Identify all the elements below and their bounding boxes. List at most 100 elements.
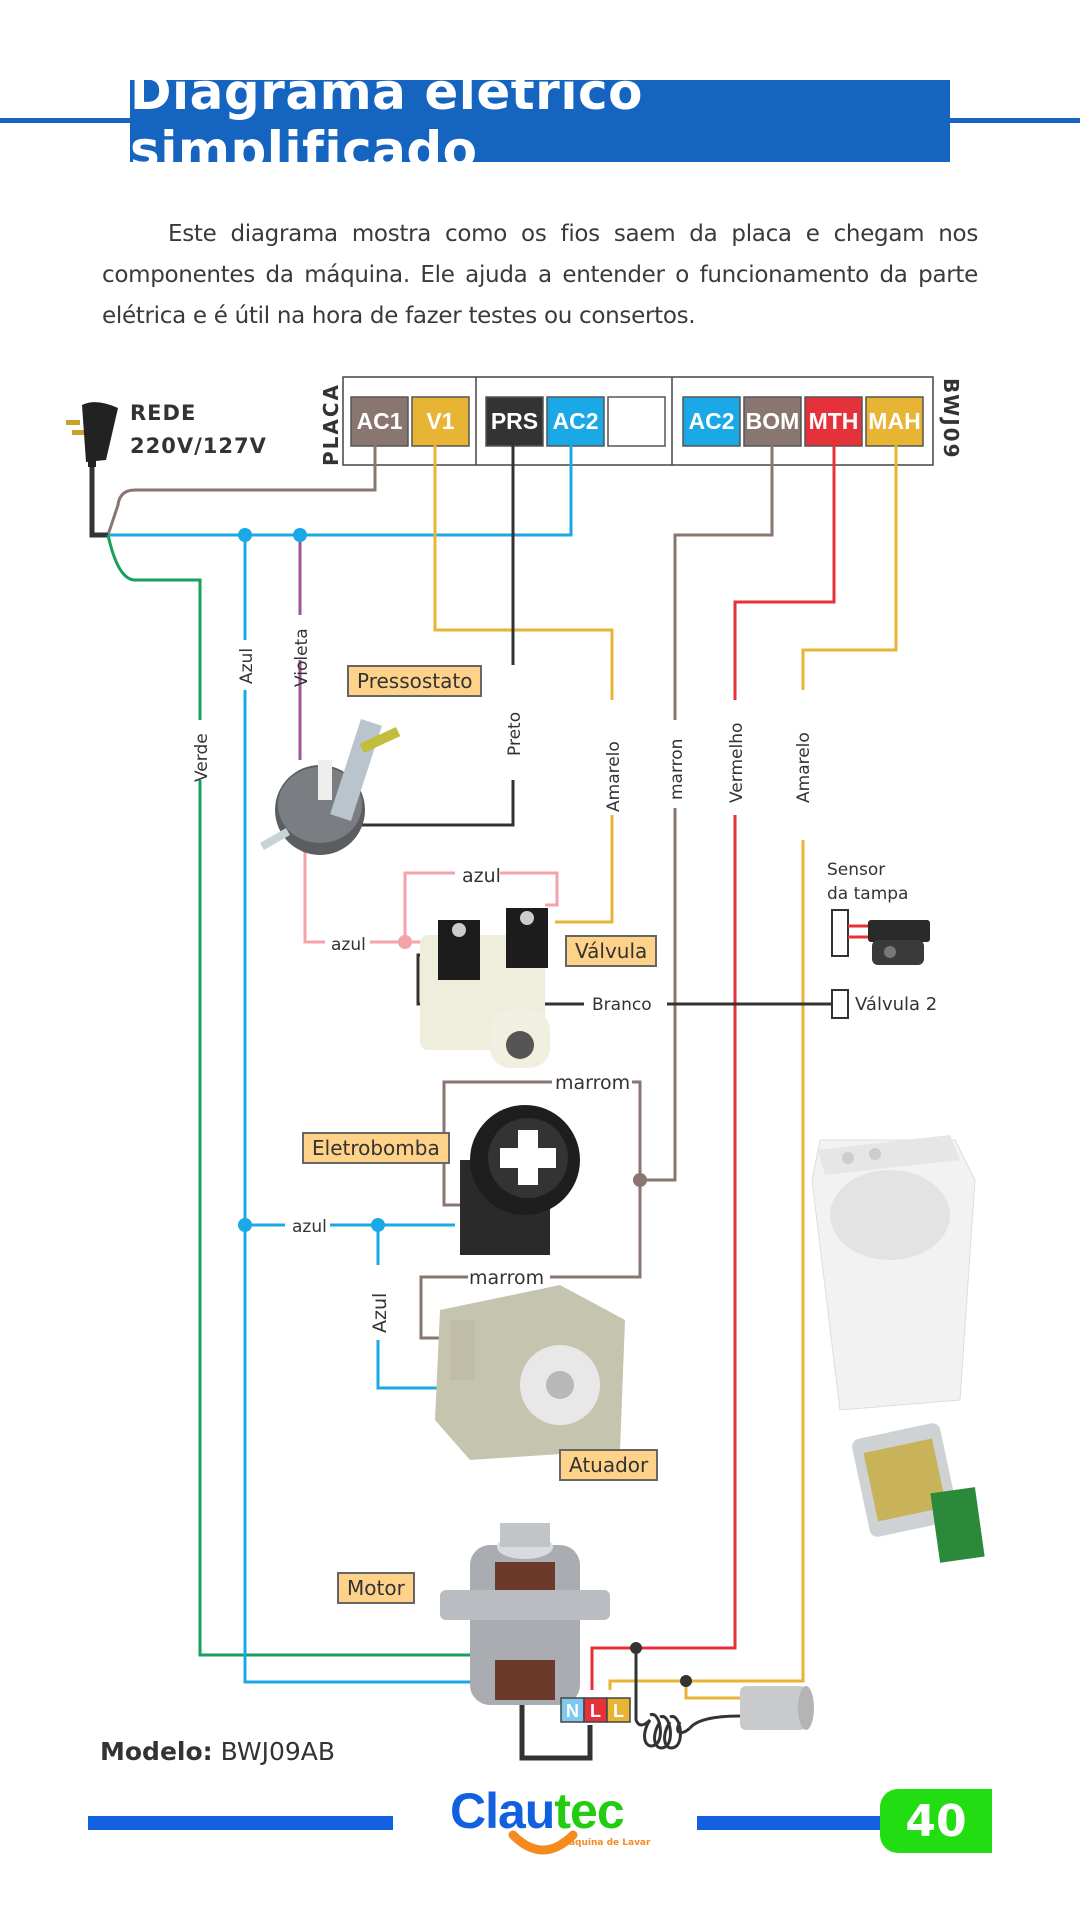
connector-label: MAH	[868, 408, 920, 434]
wire-pink-top	[403, 871, 559, 942]
connector-label: BOM	[746, 408, 800, 434]
wire-bom-brown	[673, 445, 774, 720]
wire-verde	[106, 534, 202, 720]
connector-box	[743, 396, 802, 447]
wire-label-marrom-bottom: marrom	[469, 1267, 544, 1289]
model-value: BWJ09AB	[220, 1737, 336, 1766]
connector-box	[350, 396, 409, 447]
board-connector: MAH	[865, 396, 924, 447]
wire-label-violeta: Violeta	[292, 628, 312, 687]
label-eletrobomba: Eletrobomba	[302, 1132, 450, 1164]
lid-sensor-line-1: Sensor	[827, 860, 886, 880]
wire-label-azul-left: azul	[331, 935, 366, 955]
wire-marrom-actuator	[419, 1180, 642, 1340]
motor-terminal-label: N	[566, 1701, 579, 1721]
wire-label-azul: Azul	[237, 648, 257, 684]
coil-icon	[643, 1713, 692, 1750]
connector-label: MTH	[809, 408, 859, 434]
junction-azul-pump-2	[371, 1218, 385, 1232]
wire-label-azul-pump: azul	[292, 1217, 327, 1237]
logo-text-clau: Clau	[450, 1783, 555, 1839]
brand-logo: Clautec Máquina de Lavar	[450, 1782, 650, 1858]
board-connector: AC2	[546, 396, 605, 447]
board-label-model: BWJ09	[939, 378, 963, 459]
power-label-voltage: 220V/127V	[130, 434, 267, 458]
connector-box	[546, 396, 605, 447]
connector-box	[607, 396, 666, 447]
wire-mth-red	[733, 445, 836, 700]
junction-azul	[238, 528, 252, 542]
board-connector: BOM	[743, 396, 802, 447]
wire-label-azul-top: azul	[462, 865, 501, 887]
junction-violeta	[293, 528, 307, 542]
connector-box	[682, 396, 741, 447]
motor-terminal: N	[560, 1697, 585, 1723]
connector-label: PRS	[491, 408, 538, 434]
page-title: Diagrama elétrico simplificado	[130, 63, 950, 179]
connector-box	[804, 396, 863, 447]
wire-coil-black	[634, 1648, 652, 1727]
wire-label-azul-actuator: Azul	[369, 1293, 391, 1333]
label-atuador: Atuador	[559, 1449, 659, 1481]
pressure-switch-image	[260, 719, 401, 855]
junction-pink	[398, 935, 412, 949]
motor-terminal: L	[583, 1697, 608, 1723]
connector-box	[485, 396, 544, 447]
motor-terminal-label: L	[613, 1701, 624, 1721]
control-board-image	[852, 1423, 985, 1563]
wire-capacitor-yellow	[684, 1681, 740, 1700]
wire-label-vermelho: Vermelho	[727, 723, 747, 803]
connector-label: V1	[426, 408, 454, 434]
motor-terminal-label: L	[590, 1701, 601, 1721]
connector-label: AC2	[688, 408, 734, 434]
power-plug-icon	[66, 402, 118, 467]
junction-red	[630, 1642, 642, 1654]
connector-box	[865, 396, 924, 447]
footer-rule-left	[88, 1816, 393, 1830]
wire-plug-black	[89, 440, 108, 538]
wire-label-preto: Preto	[505, 712, 525, 756]
label-valvula: Válvula	[565, 935, 658, 967]
wire-label-branco: Branco	[592, 995, 652, 1015]
board-connector: V1	[411, 396, 470, 447]
wire-label-amarelo-2: Amarelo	[794, 732, 814, 803]
board-connector: AC1	[350, 396, 409, 447]
page-number: 40	[880, 1789, 992, 1853]
label-motor: Motor	[337, 1572, 415, 1604]
lid-sensor-terminal	[831, 909, 849, 957]
wire-capacitor-black	[688, 1714, 741, 1730]
motor-terminal: L	[606, 1697, 631, 1723]
connector-label: AC2	[552, 408, 598, 434]
power-label-title: REDE	[130, 401, 197, 425]
label-lid-sensor: Sensor da tampa	[827, 858, 908, 906]
wire-mah-yellow-lower	[608, 840, 805, 1690]
motor-terminal-box	[606, 1697, 631, 1723]
wire-v1-yellow	[433, 445, 614, 700]
title-rule-left	[0, 118, 140, 123]
board-connector: PRS	[485, 396, 544, 447]
washing-machine-image	[811, 1135, 976, 1411]
wire-ac2-blue-bus	[108, 445, 573, 537]
board-connector	[607, 396, 666, 447]
intro-paragraph: Este diagrama mostra como os fios saem d…	[102, 221, 978, 329]
board-connector: AC2	[682, 396, 741, 447]
wire-mth-red-lower	[590, 815, 737, 1690]
board-connector: MTH	[804, 396, 863, 447]
valve2-terminal	[831, 989, 849, 1019]
logo-tagline: Máquina de Lavar	[560, 1838, 651, 1848]
power-label: REDE 220V/127V	[130, 397, 267, 463]
model-label: Modelo:	[100, 1737, 213, 1766]
drain-pump-image	[460, 1105, 580, 1255]
wire-v1-yellow-lower	[555, 815, 614, 924]
board-label-placa: PLACA	[319, 383, 343, 466]
wire-mah-yellow	[801, 445, 898, 690]
lid-sensor-line-2: da tampa	[827, 884, 909, 904]
junction-marrom	[633, 1173, 647, 1187]
connector-label: AC1	[356, 408, 402, 434]
wire-label-verde: Verde	[192, 733, 212, 782]
wire-motor-return-black	[519, 1705, 593, 1761]
inlet-valve-image	[420, 908, 550, 1068]
motor-image	[440, 1523, 610, 1705]
junction-yellow	[680, 1675, 692, 1687]
